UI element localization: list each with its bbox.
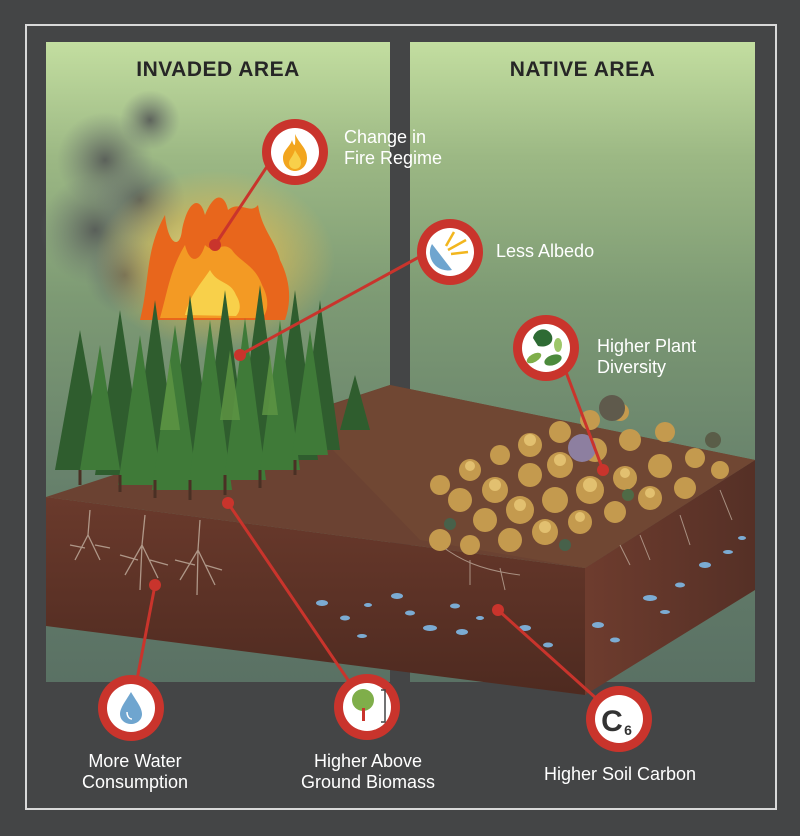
diagram-frame [25, 24, 777, 810]
native-grasses [429, 395, 729, 555]
soil-front-face [46, 497, 585, 695]
leaves-icon [513, 315, 579, 381]
sun-reflection-icon [417, 219, 483, 285]
carbon-subscript: 6 [624, 722, 632, 738]
plant-diversity-label: Higher Plant Diversity [597, 336, 697, 377]
biomass-label: Higher Above Ground Biomass [300, 751, 436, 792]
albedo-label: Less Albedo [496, 241, 595, 261]
invaded-area-title: INVADED AREA [136, 58, 300, 81]
soil-side-face [585, 460, 755, 695]
native-area-title: NATIVE AREA [509, 58, 656, 81]
soil-water-pockets [316, 536, 746, 648]
water-consumption-label: More Water Consumption [81, 751, 189, 792]
tree-roots [69, 509, 223, 596]
invasive-conifer-trees [55, 285, 370, 500]
tree-icon [334, 674, 400, 740]
carbon-icon: C 6 [586, 686, 652, 752]
flame-icon [262, 119, 328, 185]
water-drop-icon [98, 675, 164, 741]
soil-carbon-label: Higher Soil Carbon [543, 764, 697, 784]
fire-regime-label: Change in Fire Regime [344, 127, 443, 168]
carbon-symbol: C [601, 705, 623, 738]
